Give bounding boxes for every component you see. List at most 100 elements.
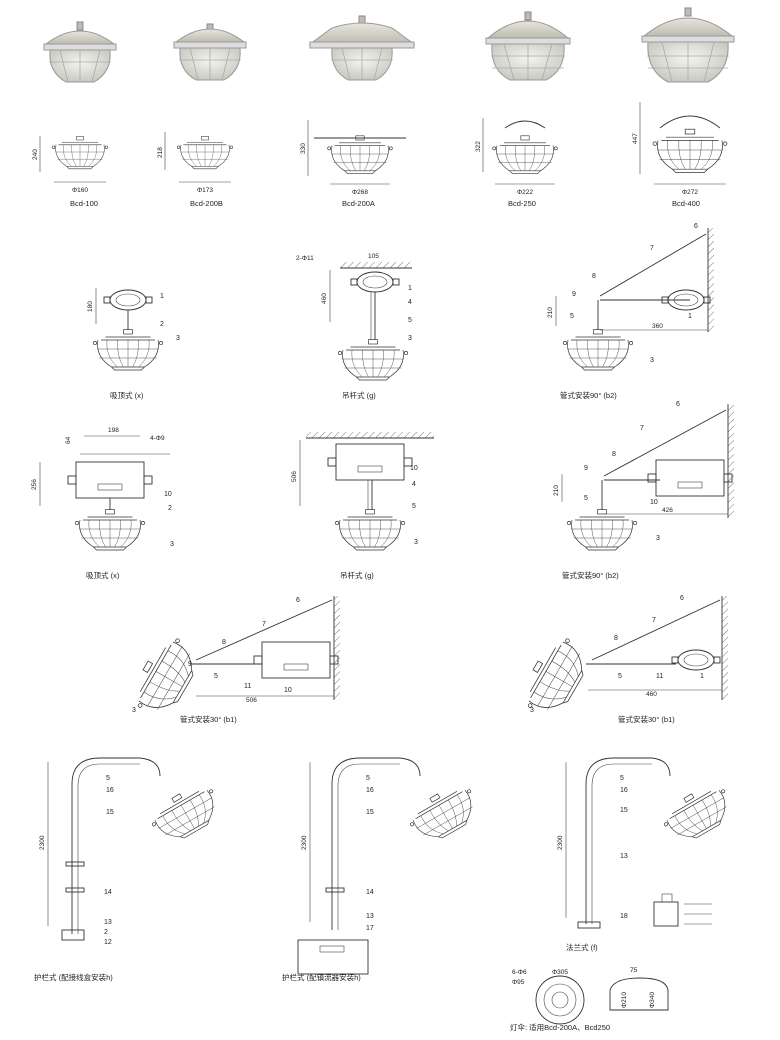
part-label: 7 (650, 245, 654, 252)
cap-dim-h2: Φ340 (649, 992, 656, 1008)
part-label: 1 (700, 673, 704, 680)
dim-2300-a: 2300 (39, 835, 46, 850)
dim-4-phi9: 4-Φ9 (150, 435, 165, 442)
dim-256: 256 (31, 479, 38, 490)
part-label: 3 (650, 357, 654, 364)
part-label: 1 (160, 293, 164, 300)
dim-2300-b: 2300 (301, 835, 308, 850)
part-label: 16 (366, 787, 374, 794)
part-label: 11 (656, 673, 663, 680)
part-label: 5 (408, 317, 412, 324)
model-2-height: 218 (157, 147, 164, 158)
part-label: 10 (284, 687, 292, 694)
model-4-height: 322 (475, 141, 482, 152)
caption-wall30-a: 管式安装30° (b1) (180, 714, 237, 724)
part-label: 6 (694, 223, 698, 230)
flange-detail (653, 893, 712, 927)
dim-360: 360 (652, 323, 663, 330)
caption-wall90-a: 管式安装90° (b2) (560, 390, 617, 400)
wall90-mount-b: 6 7 8 9 10 5 3 210 426 管式安装90° (b2) (553, 401, 734, 580)
pole-mount-b: 2300 5 16 15 14 13 17 护栏式 (配镇流器安装h) (282, 757, 485, 982)
part-label: 8 (222, 639, 226, 646)
caption-pendant-b: 吊杆式 (g) (340, 570, 374, 580)
part-label: 5 (618, 673, 622, 680)
part-label: 15 (366, 809, 374, 816)
part-label: 8 (614, 635, 618, 642)
model-3-height: 330 (300, 143, 307, 154)
dim-460: 460 (321, 293, 328, 304)
part-label: 5 (570, 313, 574, 320)
part-label: 9 (572, 291, 576, 298)
part-label: 3 (414, 539, 418, 546)
model-drawing-5: 447 Φ272 (632, 102, 728, 196)
part-label: 5 (584, 495, 588, 502)
model-3-dia: Φ268 (352, 189, 368, 196)
model-drawing-4: 322 Φ222 (475, 118, 558, 196)
part-label: 4 (412, 481, 416, 488)
lamp-photo-5 (641, 7, 735, 83)
dim-426: 426 (662, 507, 673, 514)
cap-dim-w: 75 (630, 967, 638, 974)
caption-pole-a: 护栏式 (配接线盒安装h) (34, 972, 113, 982)
dim-105: 105 (368, 253, 379, 260)
install-row-wall30: 6 7 8 9 5 11 10 3 506 管式安装30° (b1) 6 7 8… (125, 595, 728, 724)
install-row-pole: 2300 5 16 15 14 13 2 12 护栏式 (配接线盒安装h) 23… (34, 757, 739, 1032)
part-label: 16 (106, 787, 114, 794)
dim-506-wall: 506 (246, 697, 257, 704)
cap-dim-h1: Φ210 (621, 992, 628, 1008)
part-label: 3 (656, 535, 660, 542)
part-label: 9 (584, 465, 588, 472)
model-5-dia: Φ272 (682, 189, 698, 196)
part-label: 13 (104, 919, 112, 926)
part-label: 10 (650, 499, 658, 506)
part-label: 2 (160, 321, 164, 328)
part-label: 13 (620, 853, 628, 860)
dim-210-b: 210 (553, 485, 560, 496)
model-3-name: Bcd-200A (342, 199, 375, 208)
part-label: 7 (640, 425, 644, 432)
part-label: 14 (366, 889, 374, 896)
wall30-mount-a: 6 7 8 9 5 11 10 3 506 管式安装30° (b1) (125, 596, 340, 724)
dim-2-phi11: 2-Φ11 (296, 255, 314, 262)
pendant-mount-a: 2-Φ11 105 460 1 4 5 3 吊杆式 (g) (296, 253, 412, 400)
part-label: 5 (366, 775, 370, 782)
dim-2300-f: 2300 (557, 835, 564, 850)
part-label: 3 (530, 707, 534, 714)
caption-ceiling-a: 吸顶式 (x) (110, 390, 144, 400)
caption-lampcap: 灯伞: 适用Bcd-200A、Bcd250 (510, 1022, 610, 1032)
part-label: 17 (366, 925, 374, 932)
ceiling-mount-a: 180 1 2 3 吸顶式 (x) (87, 288, 180, 400)
part-label: 15 (620, 807, 628, 814)
part-label: 7 (262, 621, 266, 628)
model-1-name: Bcd-100 (70, 199, 98, 208)
part-label: 5 (620, 775, 624, 782)
part-label: 14 (104, 889, 112, 896)
model-drawing-3: 330 Φ268 (300, 120, 406, 196)
part-label: 13 (366, 913, 374, 920)
part-label: 2 (104, 929, 108, 936)
part-label: 5 (106, 775, 110, 782)
part-label: 5 (214, 673, 218, 680)
caption-wall90-b: 管式安装90° (b2) (562, 570, 619, 580)
model-1-height: 240 (32, 149, 39, 160)
part-label: 8 (612, 451, 616, 458)
pole-mount-a: 2300 5 16 15 14 13 2 12 护栏式 (配接线盒安装h) (34, 757, 227, 982)
model-5-height: 447 (632, 133, 639, 144)
caption-flange: 法兰式 (f) (566, 942, 598, 952)
lamp-photo-1 (43, 21, 117, 83)
lamp-cap-detail: 6-Φ6 Φ95 Φ305 75 Φ210 Φ340 灯伞: 适用Bcd-200… (510, 967, 669, 1032)
cap-dim-hole: 6-Φ6 (512, 969, 527, 976)
ceiling-mount-b: 198 4-Φ9 64 256 10 2 3 吸顶式 (x) (31, 427, 174, 580)
model-1-dia: Φ160 (72, 187, 88, 194)
cap-dim-top: Φ305 (552, 969, 568, 976)
lamp-photo-4 (485, 11, 571, 81)
dim-198: 198 (108, 427, 119, 434)
pendant-mount-b: 506 10 4 5 3 吊杆式 (g) (291, 432, 434, 580)
part-label: 4 (408, 299, 412, 306)
wall90-mount-a: 6 7 8 9 5 1 3 210 360 管式安装90° (b2) (547, 223, 714, 400)
lamp-photo-3 (308, 15, 416, 81)
part-label: 2 (168, 505, 172, 512)
lamp-photo-2 (173, 23, 247, 81)
dim-180: 180 (87, 301, 94, 312)
